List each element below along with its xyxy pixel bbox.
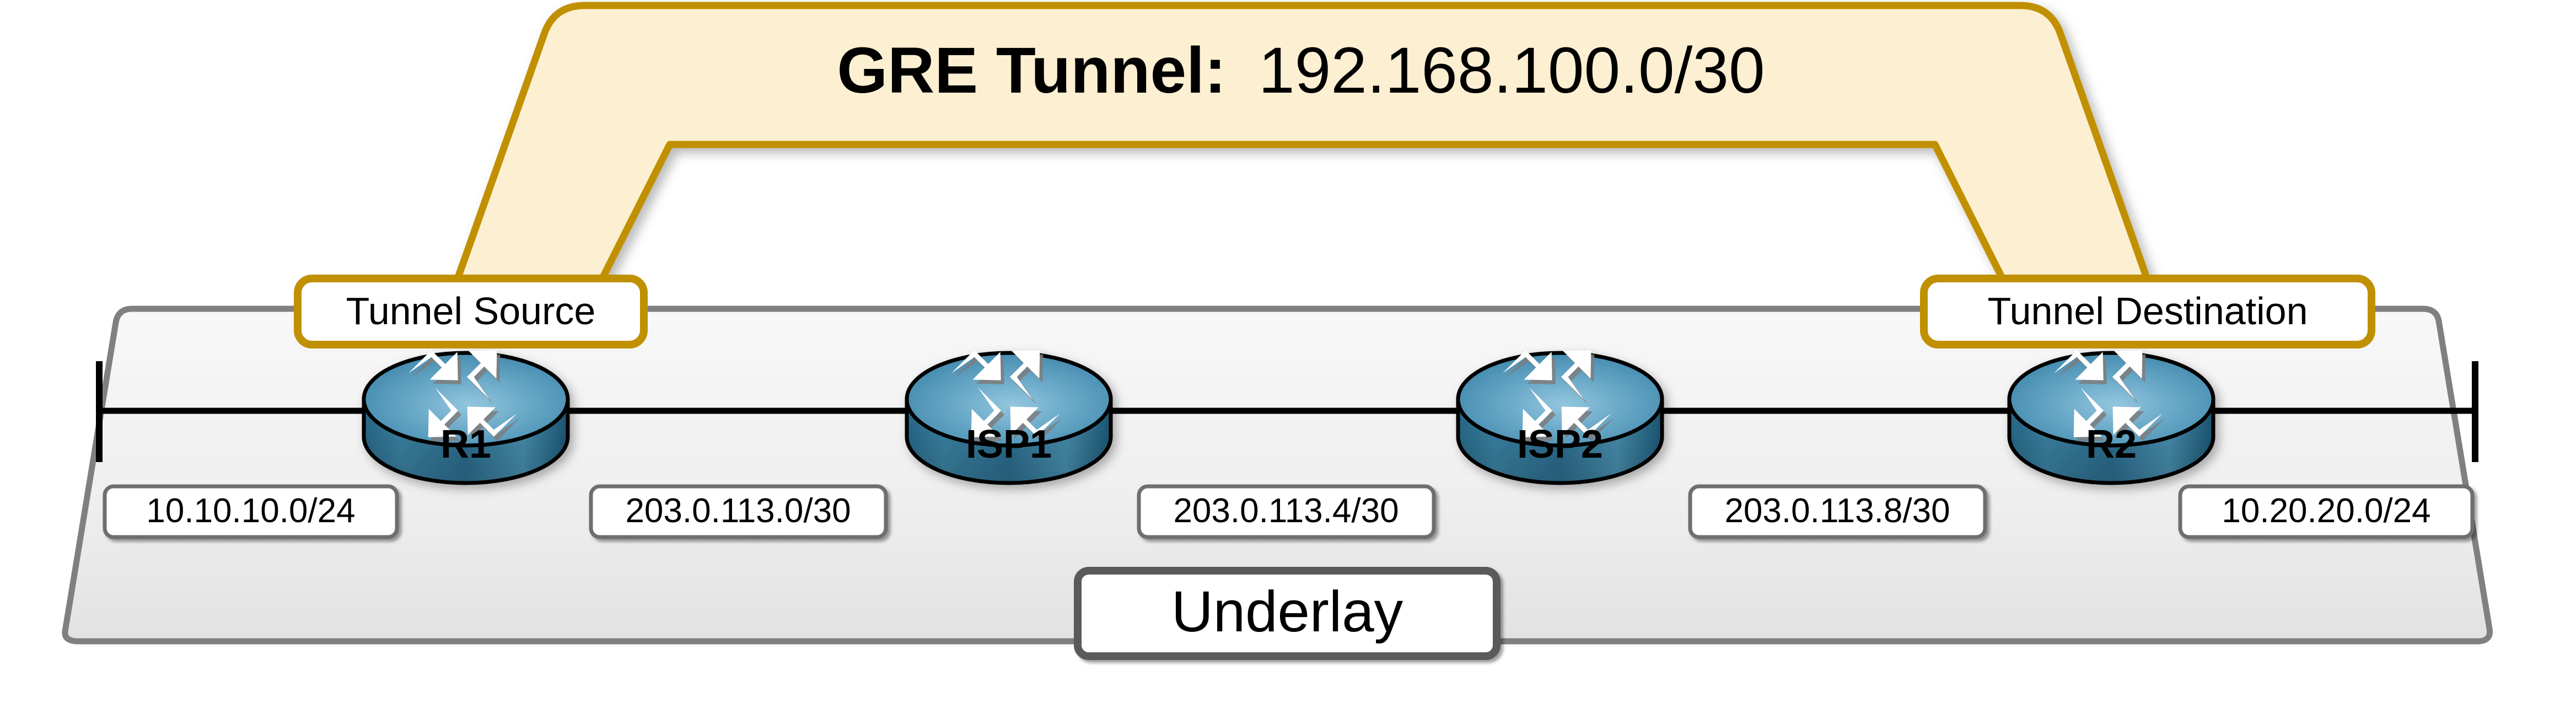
subnet-label-lan-left	[103, 484, 399, 539]
router-label: ISP1	[966, 422, 1052, 466]
callout-tunnel-destination[interactable]: Tunnel Destination	[1920, 275, 2375, 348]
router-r1[interactable]: R1	[362, 336, 570, 485]
underlay-label-box	[1074, 567, 1501, 660]
gre-banner-prefix: GRE Tunnel:	[837, 34, 1226, 107]
router-label: R2	[2086, 422, 2137, 466]
subnet-label-text: 203.0.113.0/30	[625, 492, 851, 530]
underlay-label-text: Underlay	[1171, 580, 1403, 644]
subnet-label-text: 203.0.113.4/30	[1173, 492, 1399, 530]
subnet-label-link-isp1-isp2	[1137, 484, 1436, 539]
subnet-label-text: 203.0.113.8/30	[1724, 492, 1950, 530]
router-r2[interactable]: R2	[2007, 336, 2215, 485]
router-label: ISP2	[1517, 422, 1603, 466]
subnet-label-link-isp2-r2	[1688, 484, 1987, 539]
gre-banner-subnet: 192.168.100.0/30	[1259, 34, 1765, 107]
router-label: R1	[440, 422, 491, 466]
callout-label: Tunnel Source	[346, 289, 596, 332]
gre-tunnel-banner	[451, 2, 2154, 291]
router-isp1[interactable]: ISP1	[905, 336, 1113, 485]
subnet-label-text: 10.20.20.0/24	[2222, 492, 2430, 530]
subnet-label-text: 10.10.10.0/24	[146, 492, 355, 530]
router-isp2[interactable]: ISP2	[1456, 336, 1664, 485]
callout-label: Tunnel Destination	[1987, 289, 2308, 332]
gre-banner-text: GRE Tunnel: 192.168.100.0/30	[837, 34, 1765, 107]
subnet-label-link-r1-isp1	[589, 484, 888, 539]
callout-tunnel-source[interactable]: Tunnel Source	[294, 275, 648, 348]
subnet-label-lan-right	[2178, 484, 2475, 539]
underlay-region	[62, 305, 2493, 645]
